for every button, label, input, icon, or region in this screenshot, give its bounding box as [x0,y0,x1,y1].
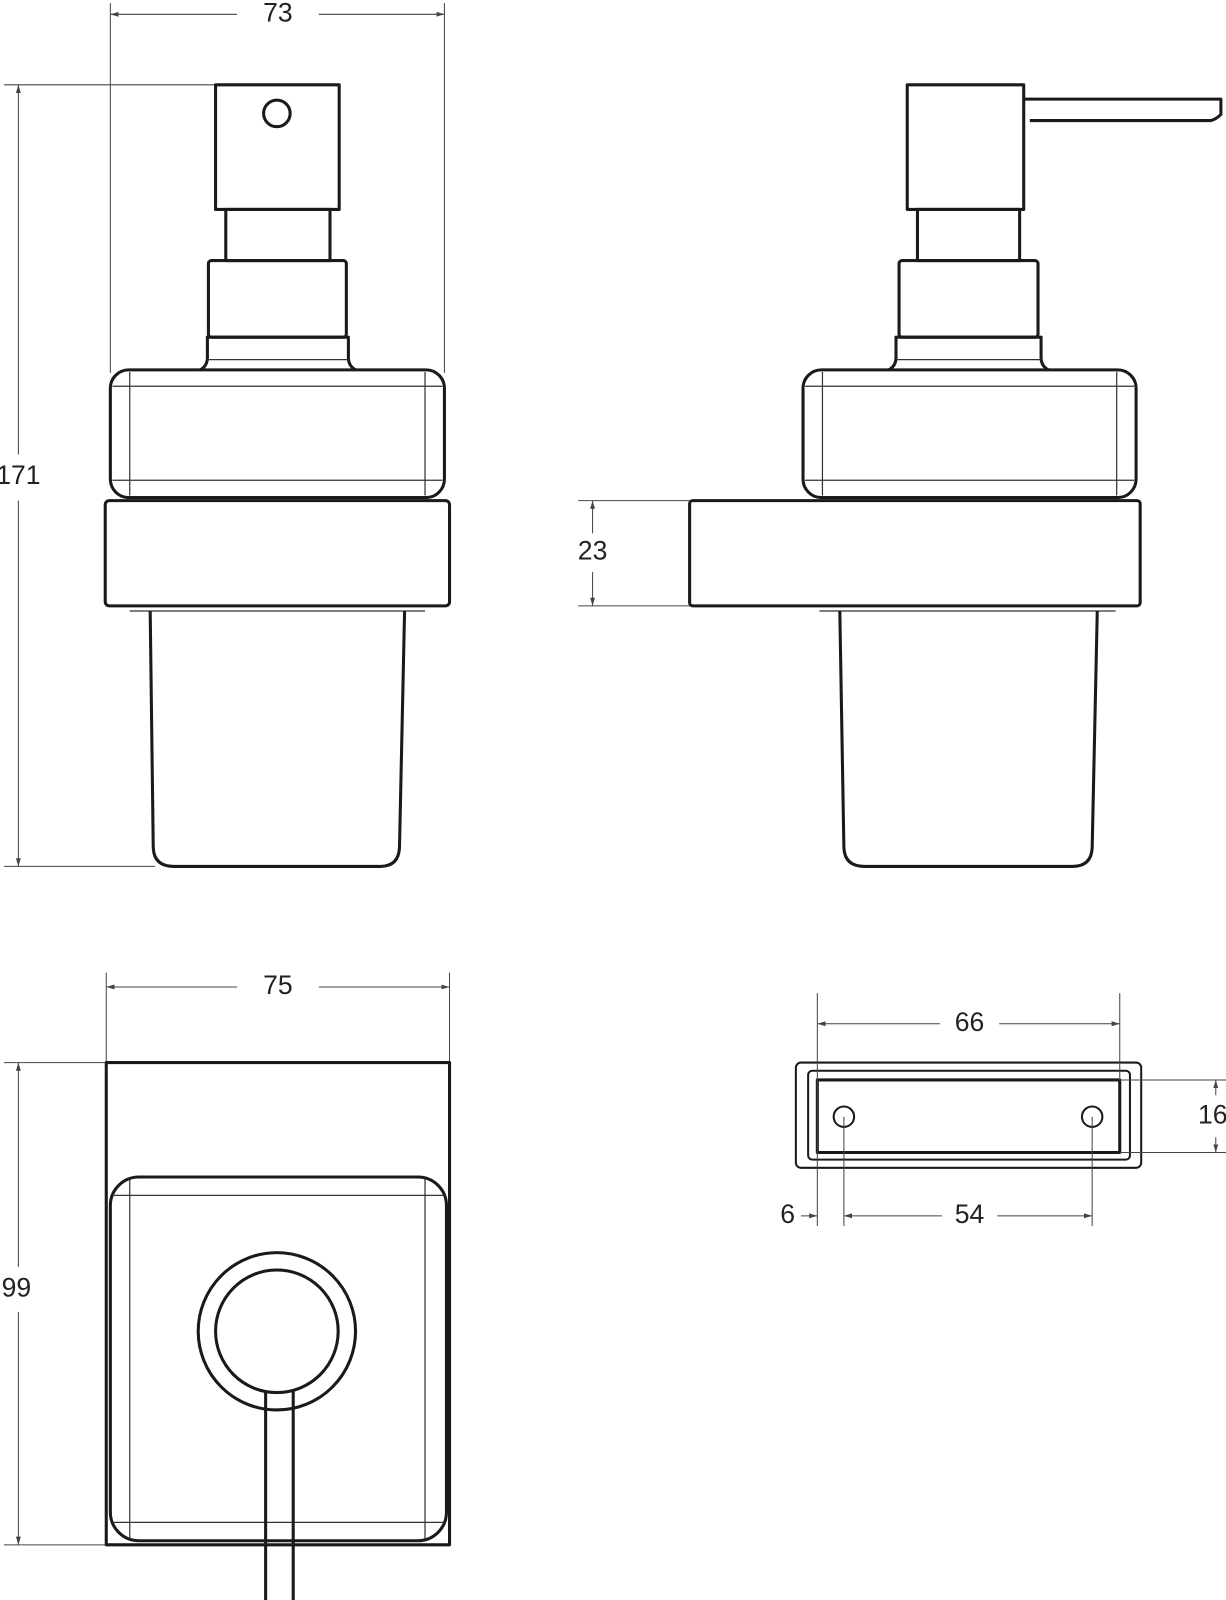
side-view: 23 [578,83,1223,868]
dim-plate-height: 16 [1198,1100,1226,1130]
dim-top-width: 75 [263,970,293,1000]
dim-bracket-height: 23 [578,536,608,566]
front-view: 73 171 [0,0,452,868]
dim-top-depth: 99 [2,1272,32,1302]
cap [108,368,446,500]
mounting-plate-view: 66 16 54 6 [780,993,1226,1229]
dim-plate-width: 66 [955,1007,985,1037]
top-view: 75 99 [2,970,452,1600]
spout [1023,97,1223,123]
nozzle-hole [262,98,292,129]
dim-hole-spacing: 54 [955,1199,985,1229]
spout-top [264,1391,295,1600]
glass-container [148,610,407,868]
wall-bracket [688,499,1142,608]
dim-total-height: 171 [0,460,41,490]
holder-band [103,499,452,608]
dim-front-width: 73 [263,0,293,27]
pump-head [214,83,341,211]
dim-hole-offset: 6 [780,1199,795,1229]
